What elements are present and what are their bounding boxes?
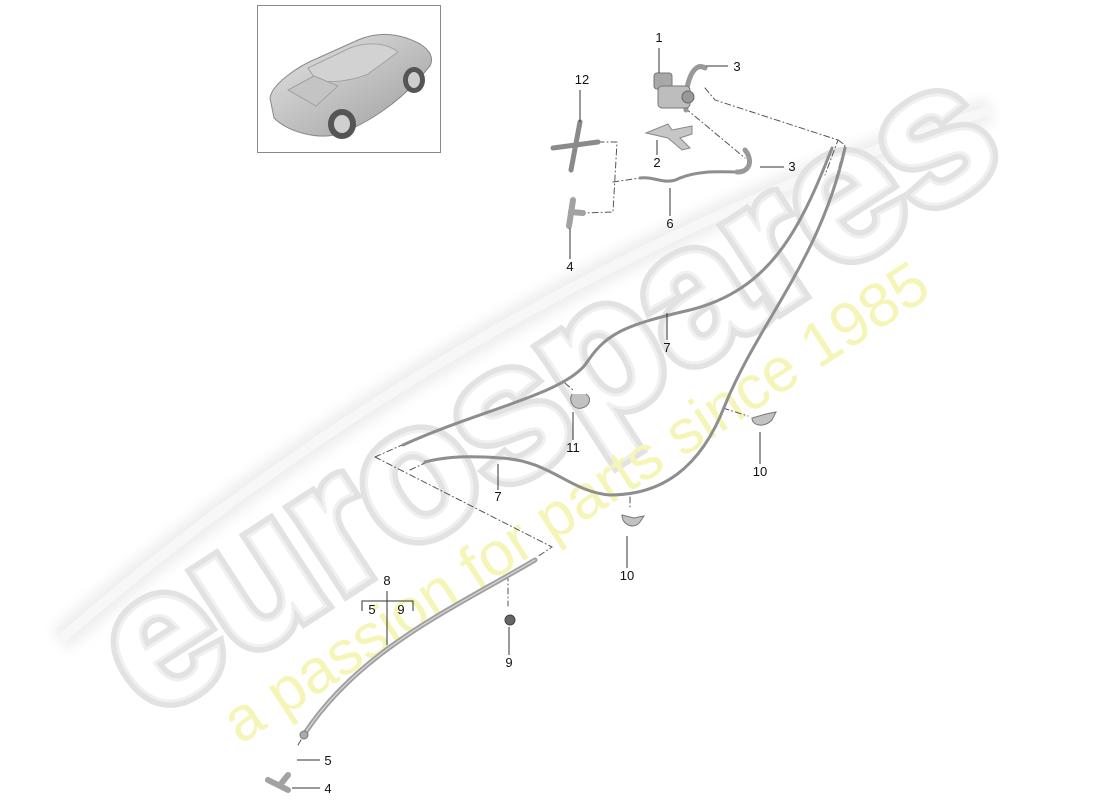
- callout-3[interactable]: 3: [733, 59, 740, 74]
- assembly-line: [722, 407, 749, 417]
- group-bracket: [361, 600, 414, 611]
- hose-item-8-highlight: [304, 559, 536, 734]
- callout-12[interactable]: 12: [575, 72, 589, 87]
- vehicle-thumbnail: [257, 5, 441, 153]
- assembly-line: [612, 177, 641, 183]
- part-4-t-connector-lower: [265, 772, 291, 793]
- assembly-line: [582, 141, 618, 214]
- part-4-t-connector: [566, 197, 586, 229]
- callout-2[interactable]: 2: [653, 155, 660, 170]
- callout-6[interactable]: 6: [666, 216, 673, 231]
- part-9-grommet: [504, 614, 516, 626]
- hose-item-7-upper: [401, 146, 834, 447]
- assembly-line: [704, 87, 839, 176]
- part-2-bracket: [644, 123, 693, 151]
- part-5-coupling: [299, 730, 309, 740]
- assembly-line: [684, 107, 746, 159]
- watermark-swoosh-highlight: [56, 105, 992, 644]
- part-12-cross-connector: [550, 119, 601, 173]
- assembly-line: [297, 732, 306, 746]
- callout-9[interactable]: 9: [505, 655, 512, 670]
- hose-item-6: [638, 170, 742, 183]
- callout-3[interactable]: 3: [788, 159, 795, 174]
- hose-item-7-lower: [423, 146, 847, 497]
- assembly-line: [564, 382, 574, 391]
- callout-10[interactable]: 10: [620, 568, 634, 583]
- callout-5[interactable]: 5: [324, 753, 331, 768]
- assembly-line: [829, 139, 846, 201]
- assembly-line: [374, 456, 553, 558]
- part-11-clip: [570, 393, 590, 409]
- assembly-line: [409, 462, 426, 471]
- callout-1[interactable]: 1: [655, 30, 662, 45]
- callout-8[interactable]: 8: [383, 573, 390, 588]
- callout-4[interactable]: 4: [566, 259, 573, 274]
- callout-10[interactable]: 10: [753, 464, 767, 479]
- part-10-clip-a: [751, 411, 777, 426]
- car-icon: [269, 33, 433, 139]
- callout-4[interactable]: 4: [324, 781, 331, 796]
- hose-elbow-item-3-lower: [734, 147, 752, 175]
- callout-11[interactable]: 11: [566, 440, 580, 455]
- callout-9[interactable]: 9: [397, 602, 404, 617]
- callout-5[interactable]: 5: [368, 602, 375, 617]
- callout-7[interactable]: 7: [663, 340, 670, 355]
- part-10-clip-b: [621, 514, 646, 527]
- assembly-line: [374, 444, 403, 458]
- callout-7[interactable]: 7: [494, 489, 501, 504]
- part-1-valve: [653, 72, 695, 109]
- hose-item-8: [302, 557, 538, 736]
